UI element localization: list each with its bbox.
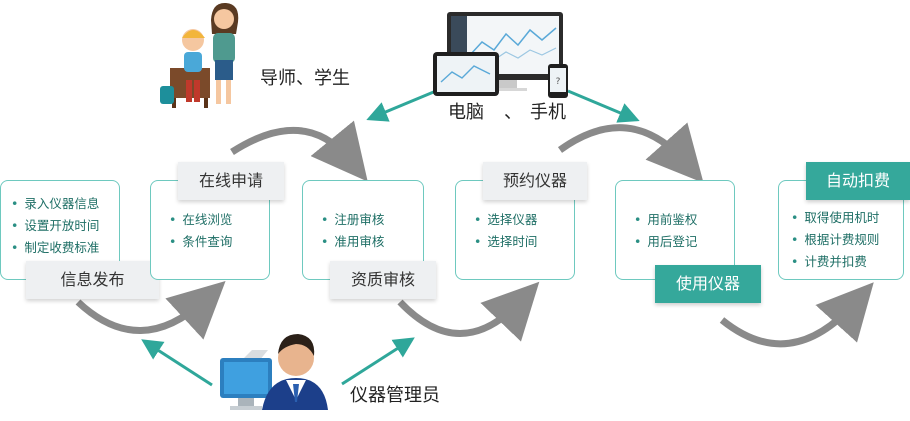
list-item: •在线浏览	[169, 212, 233, 227]
flow-arrow-3	[397, 281, 540, 342]
list-item: •用后登记	[634, 234, 698, 249]
flow-arrow-2	[230, 120, 368, 182]
list-item: •取得使用机时	[791, 210, 880, 225]
list-item: •选择仪器	[474, 212, 538, 227]
flow-arrow-1	[75, 281, 226, 340]
teal-arrow-devices-left	[366, 89, 437, 122]
step-title-info-publish: 信息发布	[26, 261, 159, 299]
teal-arrow-admin-left	[141, 339, 213, 387]
list-item: •根据计费规则	[791, 232, 880, 247]
flow-arrow-5	[719, 282, 874, 348]
devices-illustration: ?	[433, 12, 568, 98]
devices-label: 电脑、手机	[448, 98, 566, 124]
list-item: •用前鉴权	[634, 212, 698, 227]
teal-arrow-devices-right	[567, 89, 640, 123]
step-title-use-instrument: 使用仪器	[655, 265, 761, 303]
admin-illustration	[220, 334, 328, 410]
flow-arrow-4	[557, 122, 704, 183]
list-item: •准用审核	[321, 234, 385, 249]
admin-label: 仪器管理员	[350, 385, 440, 406]
step-title-reserve-instrument: 预约仪器	[483, 162, 587, 200]
list-item: •选择时间	[474, 234, 538, 249]
list-item: •设置开放时间	[11, 218, 100, 233]
teal-arrow-admin-right	[341, 337, 415, 386]
teacher-student-illustration	[160, 2, 239, 108]
step-card-use-instrument: •用前鉴权 •用后登记	[615, 180, 735, 280]
list-item: •计费并扣费	[791, 254, 867, 269]
computer-label: 电脑	[448, 102, 484, 123]
step-title-online-apply: 在线申请	[178, 162, 284, 200]
step-title-auto-charge: 自动扣费	[806, 162, 910, 200]
step-title-qualification-review: 资质审核	[330, 261, 436, 299]
list-item: •条件查询	[169, 234, 233, 249]
list-item: •制定收费标准	[11, 240, 100, 255]
teachers-students-label: 导师、学生	[260, 68, 350, 89]
list-item: •录入仪器信息	[11, 196, 100, 211]
svg-text:?: ?	[556, 77, 561, 87]
separator-label: 、	[504, 102, 522, 123]
list-item: •注册审核	[321, 212, 385, 227]
phone-label: 手机	[530, 102, 566, 123]
